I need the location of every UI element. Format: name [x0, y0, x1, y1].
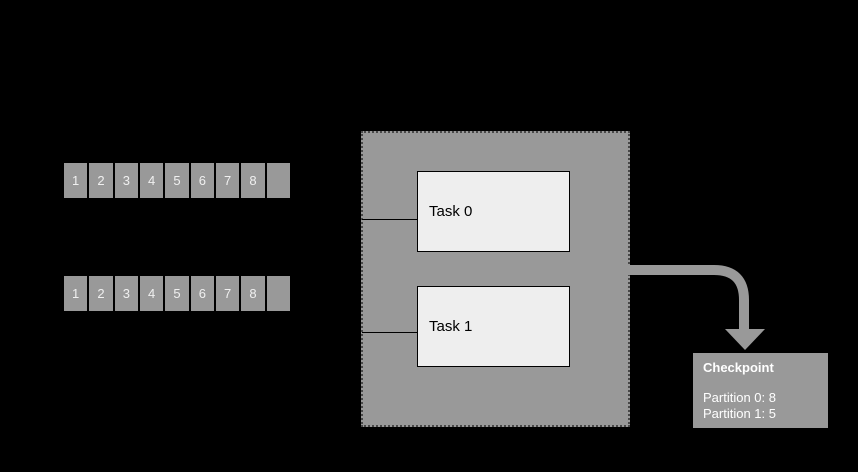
- task-1-label: Task 1: [429, 318, 473, 335]
- stream-cell-empty: [266, 163, 290, 198]
- checkpoint-entries: Partition 0: 8 Partition 1: 5: [703, 390, 818, 422]
- stream-cell: 5: [165, 276, 189, 311]
- stream-cell: 3: [114, 163, 138, 198]
- stream-cell: 2: [89, 276, 113, 311]
- task-0-box: Task 0: [417, 171, 570, 252]
- stream-cell: 6: [190, 276, 214, 311]
- stream-cell: 4: [139, 276, 164, 311]
- checkpoint-arrow-icon: [628, 265, 765, 350]
- stream-partition-0: 1 2 3 4 5 6 7 8: [64, 163, 290, 198]
- stream-cell: 2: [89, 163, 113, 198]
- checkpoint-entry-partition-0: Partition 0: 8: [703, 390, 776, 405]
- stream-cell: 1: [64, 276, 88, 311]
- stream-cell: 5: [165, 163, 189, 198]
- stream-cell: 8: [241, 163, 265, 198]
- stream-cell: 3: [114, 276, 138, 311]
- stream-cell: 1: [64, 163, 88, 198]
- task-1-box: Task 1: [417, 286, 570, 367]
- stream-cell: 4: [139, 163, 164, 198]
- connector-task-1: [362, 332, 418, 333]
- checkpoint-title: Checkpoint: [703, 360, 774, 375]
- stream-partition-1: 1 2 3 4 5 6 7 8: [64, 276, 290, 311]
- stream-cell: 8: [241, 276, 265, 311]
- task-0-label: Task 0: [429, 203, 473, 220]
- stream-cell-empty: [266, 276, 290, 311]
- checkpoint-box: Checkpoint Partition 0: 8 Partition 1: 5: [693, 353, 828, 428]
- connector-task-0: [362, 219, 418, 220]
- checkpoint-entry-partition-1: Partition 1: 5: [703, 406, 776, 421]
- stream-cell: 7: [215, 163, 240, 198]
- stream-cell: 6: [190, 163, 214, 198]
- stream-cell: 7: [215, 276, 240, 311]
